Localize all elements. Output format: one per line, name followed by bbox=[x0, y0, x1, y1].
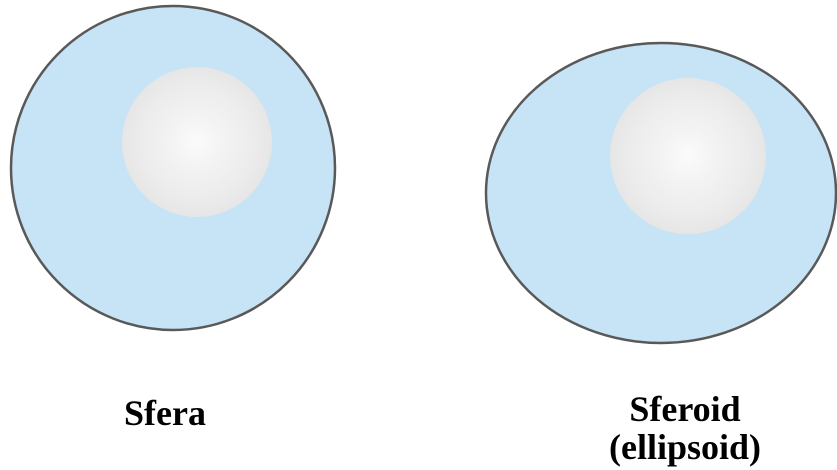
spheroid-label: Sferoid (ellipsoid) bbox=[560, 390, 810, 466]
spheroid-shape bbox=[486, 43, 836, 343]
sphere-label: Sfera bbox=[60, 394, 270, 432]
spheroid-highlight bbox=[610, 78, 766, 234]
spheroid-label-line2: (ellipsoid) bbox=[560, 428, 810, 466]
sphere-shape bbox=[11, 6, 335, 330]
spheroid-label-line1: Sferoid bbox=[560, 390, 810, 428]
sphere-label-text: Sfera bbox=[124, 393, 206, 433]
sphere-highlight bbox=[122, 67, 272, 217]
